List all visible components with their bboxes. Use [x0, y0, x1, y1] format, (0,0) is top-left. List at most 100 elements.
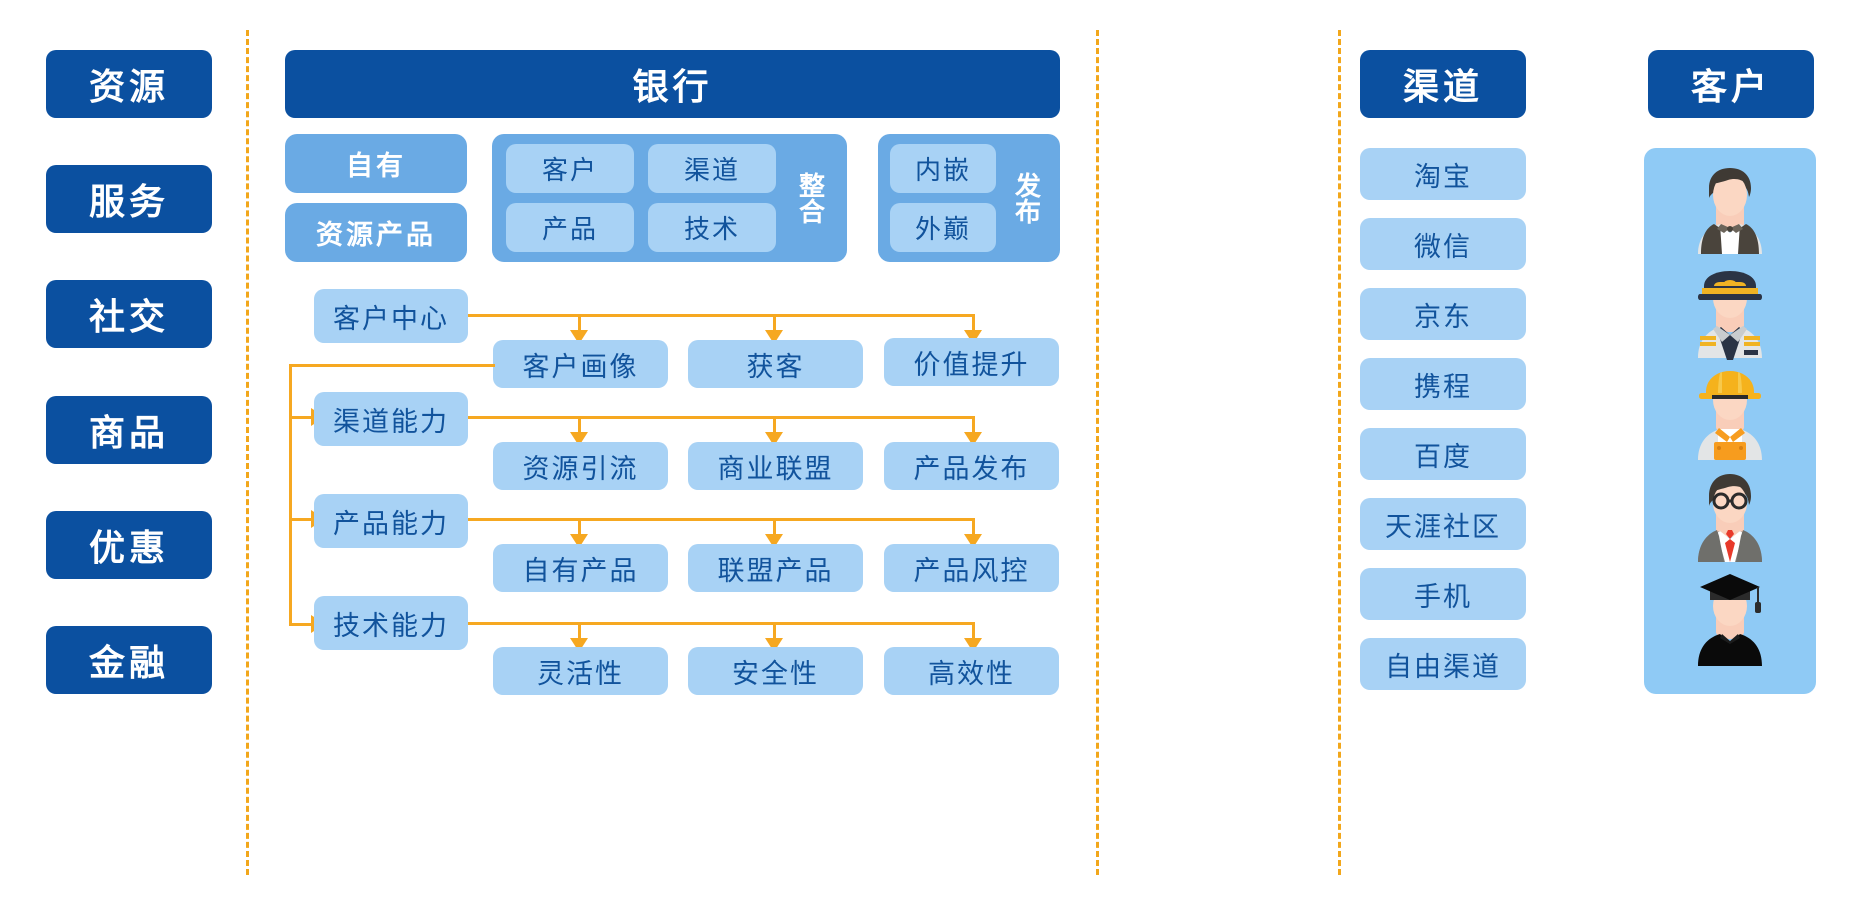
flow-target-label: 联盟产品	[717, 555, 834, 586]
flow-target-chanpinfengkong[interactable]: 产品风控	[884, 544, 1059, 592]
own-item-box[interactable]: 资源产品	[285, 203, 467, 262]
flow-connector-row4-branch2	[773, 622, 776, 640]
publish-item-label: 内嵌	[914, 155, 971, 185]
flow-target-label: 客户画像	[522, 351, 639, 382]
flow-target-lianmengchanpin[interactable]: 联盟产品	[688, 544, 863, 592]
publish-item-neiqian[interactable]: 内嵌	[890, 144, 996, 193]
sidebar-item-youhui[interactable]: 优惠	[46, 511, 212, 579]
sidebar-item-fuwu[interactable]: 服务	[46, 165, 212, 233]
integration-item-label: 渠道	[683, 155, 740, 185]
channel-item-label: 天涯社区	[1385, 511, 1501, 542]
sidebar-item-jinrong[interactable]: 金融	[46, 626, 212, 694]
bank-header: 银行	[285, 50, 1060, 118]
flow-target-anquanxing[interactable]: 安全性	[688, 647, 863, 695]
publish-side-label-text: 发布	[1011, 172, 1042, 224]
divider-left	[246, 30, 249, 875]
channel-item-label: 手机	[1414, 581, 1472, 612]
flow-connector-row2-branch1	[578, 416, 581, 434]
sidebar-item-ziyuan[interactable]: 资源	[46, 50, 212, 118]
flow-target-shangyelianmeng[interactable]: 商业联盟	[688, 442, 863, 490]
spine-vertical	[289, 364, 292, 626]
channel-item-jingdong[interactable]: 京东	[1360, 288, 1526, 340]
flow-connector-row2-branch3	[972, 416, 975, 434]
flow-target-huoke[interactable]: 获客	[688, 340, 863, 388]
graduate-avatar	[1698, 574, 1762, 666]
sidebar-item-label: 金融	[88, 642, 169, 683]
flow-target-label: 产品风控	[913, 555, 1030, 586]
flow-connector-row3-branch2	[773, 518, 776, 536]
flow-connector-row2-branch2	[773, 416, 776, 434]
sidebar-item-shejiao[interactable]: 社交	[46, 280, 212, 348]
channel-item-label: 百度	[1414, 441, 1472, 472]
customer-avatar-panel	[1644, 148, 1816, 694]
sidebar-item-label: 社交	[88, 296, 169, 337]
flow-source-label: 技术能力	[333, 610, 449, 641]
integration-item-chanpin[interactable]: 产品	[506, 203, 634, 252]
sidebar-item-label: 优惠	[88, 527, 169, 568]
flow-target-label: 价值提升	[913, 349, 1030, 380]
flow-source-qudaonengli[interactable]: 渠道能力	[314, 392, 468, 446]
integration-item-qudao[interactable]: 渠道	[648, 144, 776, 193]
channel-item-ziyouqudao[interactable]: 自由渠道	[1360, 638, 1526, 690]
sidebar-item-label: 资源	[88, 66, 169, 107]
flow-source-jishunengli[interactable]: 技术能力	[314, 596, 468, 650]
channel-item-label: 淘宝	[1414, 161, 1472, 192]
publish-item-waidian[interactable]: 外巅	[890, 203, 996, 252]
flow-target-chanpinfabu[interactable]: 产品发布	[884, 442, 1059, 490]
flow-connector-row1-branch2	[773, 314, 776, 332]
channel-item-label: 携程	[1414, 371, 1472, 402]
flow-source-kehuzhongxin[interactable]: 客户中心	[314, 289, 468, 343]
spine-top-connector	[289, 364, 495, 367]
sidebar-item-label: 商品	[88, 412, 169, 453]
flow-target-gaoxiaoxing[interactable]: 高效性	[884, 647, 1059, 695]
flow-connector-row4-branch3	[972, 622, 975, 640]
integration-side-label-text: 整合	[795, 172, 826, 224]
own-item-label: 自有	[346, 151, 406, 181]
flow-source-chanpinnengli[interactable]: 产品能力	[314, 494, 468, 548]
flow-connector-row3-branch3	[972, 518, 975, 536]
channel-item-label: 自由渠道	[1385, 651, 1501, 682]
integration-item-jishu[interactable]: 技术	[648, 203, 776, 252]
flow-target-jiazhitisheng[interactable]: 价值提升	[884, 338, 1059, 386]
publish-item-label: 外巅	[914, 214, 971, 244]
flow-connector-row2	[468, 416, 975, 419]
flow-target-ziyouchanpin[interactable]: 自有产品	[493, 544, 668, 592]
sidebar-item-shangpin[interactable]: 商品	[46, 396, 212, 464]
flow-target-ziyuanyinliu[interactable]: 资源引流	[493, 442, 668, 490]
channel-item-weixin[interactable]: 微信	[1360, 218, 1526, 270]
divider-center	[1096, 30, 1099, 875]
own-item-label: 资源产品	[316, 220, 436, 250]
businessman-avatar	[1698, 474, 1762, 562]
own-item-box[interactable]: 自有	[285, 134, 467, 193]
integration-item-label: 技术	[683, 214, 740, 244]
publish-side-label: 发布	[1004, 144, 1050, 252]
integration-item-label: 产品	[541, 214, 598, 244]
integration-item-label: 客户	[541, 155, 598, 185]
flow-target-label: 资源引流	[522, 453, 639, 484]
spine-branch-row2	[289, 416, 313, 419]
flow-target-linghuoxing[interactable]: 灵活性	[493, 647, 668, 695]
flow-connector-row1	[468, 314, 975, 317]
flow-connector-row4-branch1	[578, 622, 581, 640]
spine-branch-row4	[289, 623, 313, 626]
flow-target-label: 安全性	[732, 658, 819, 689]
flow-connector-row3-branch1	[578, 518, 581, 536]
flow-source-label: 客户中心	[333, 303, 449, 334]
flow-target-label: 高效性	[928, 658, 1015, 689]
channel-item-shouji[interactable]: 手机	[1360, 568, 1526, 620]
construction-worker-avatar	[1698, 371, 1762, 460]
flow-target-label: 灵活性	[537, 658, 624, 689]
channel-header: 渠道	[1360, 50, 1526, 118]
flow-target-kehuhuaxiang[interactable]: 客户画像	[493, 340, 668, 388]
channel-item-tianyashequ[interactable]: 天涯社区	[1360, 498, 1526, 550]
flow-connector-row4	[468, 622, 975, 625]
channel-item-label: 京东	[1414, 301, 1472, 332]
channel-item-taobao[interactable]: 淘宝	[1360, 148, 1526, 200]
integration-side-label: 整合	[786, 144, 836, 252]
waiter-avatar	[1698, 168, 1762, 254]
integration-item-kehu[interactable]: 客户	[506, 144, 634, 193]
channel-item-xiecheng[interactable]: 携程	[1360, 358, 1526, 410]
flow-connector-row1-branch1	[578, 314, 581, 332]
channel-item-baidu[interactable]: 百度	[1360, 428, 1526, 480]
